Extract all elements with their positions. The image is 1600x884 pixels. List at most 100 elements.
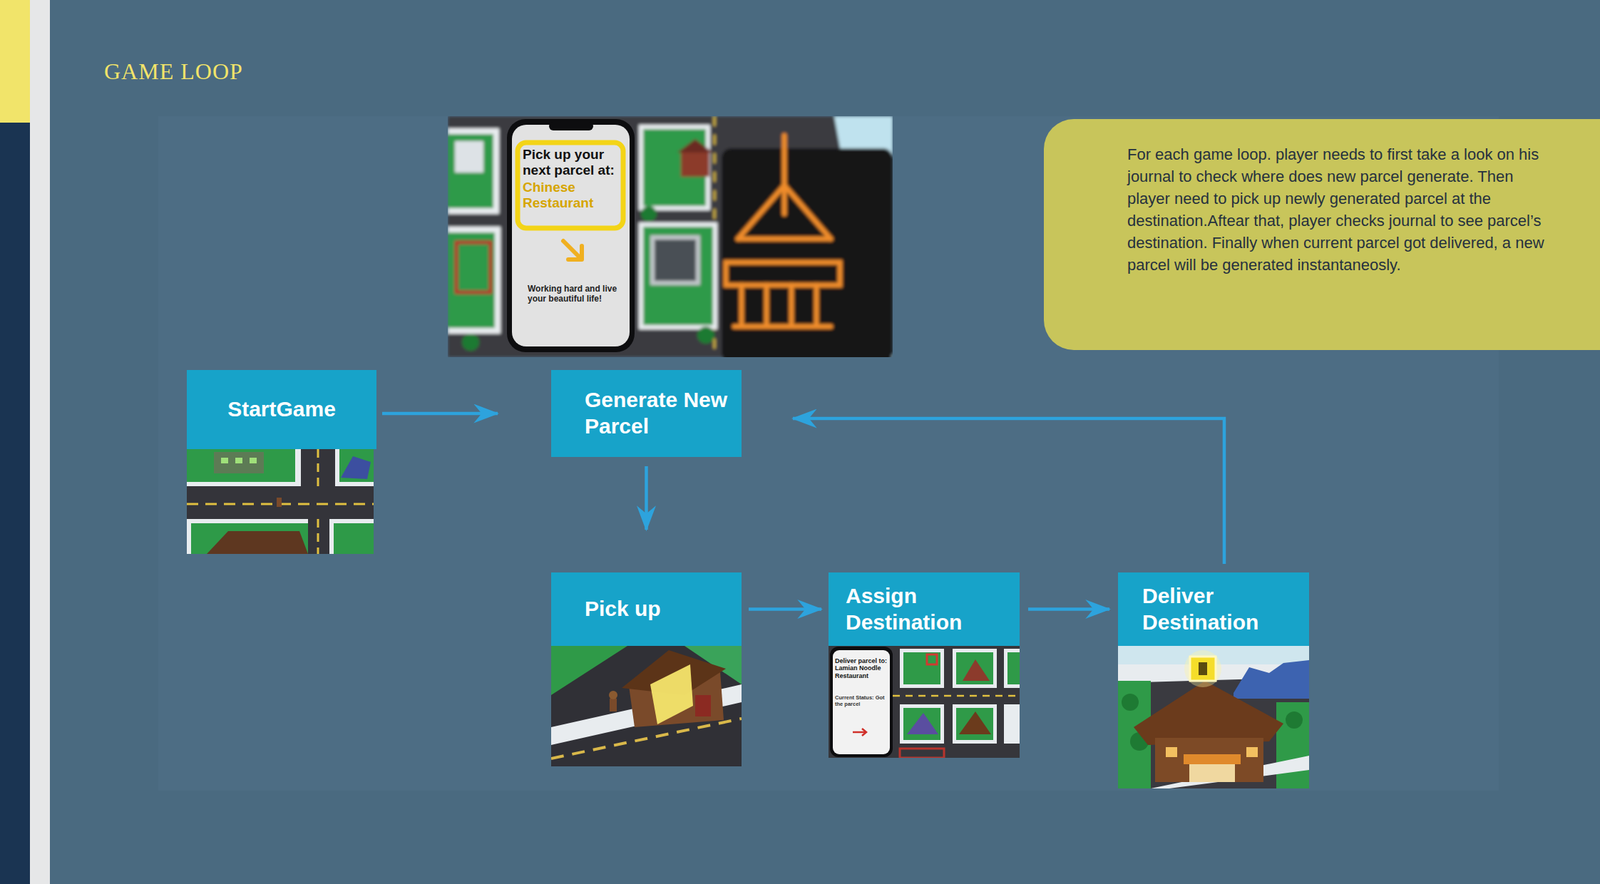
process-box: Generate New Parcel [551,370,742,458]
phone-illustration [506,119,635,353]
assign-screenshot-part [903,652,941,685]
start-screenshot-part [186,449,301,487]
deliver-screenshot-part [1190,656,1216,681]
start-screenshot-part [206,531,309,555]
game-screenshot-part-part-part [737,236,831,242]
assign-screenshot-part [899,704,945,744]
flow-arrow [644,466,649,530]
game-screenshot-part-part [447,134,494,209]
assign-screenshot-part [952,648,997,689]
game-screenshot-part-part [454,141,484,173]
start-screenshot-part [335,449,374,487]
start-screenshot-part [317,519,320,555]
phone-highlight: Chinese Restaurant [522,179,620,212]
start-screenshot-part [213,452,264,474]
page-title: GAME LOOP [104,58,244,85]
start-screenshot-part [186,519,309,555]
phone-illustration-part [563,240,579,257]
assign-screenshot-part [903,708,941,741]
pickup-screenshot-part [551,645,628,696]
deliver-screenshot-part [1121,693,1139,711]
process-box: StartGame [186,370,377,450]
game-screenshot-part-part [640,206,657,222]
process-box: Pick up [551,572,742,646]
start-screenshot-part [317,449,320,491]
assign-screenshot-part [962,659,990,681]
start-screenshot-part [340,456,371,480]
game-screenshot-part-part [721,148,893,358]
start-screenshot-part [333,523,374,555]
deliver-screenshot-part [1246,747,1258,758]
flow-arrow [1028,607,1110,612]
phone-illustration-part [549,121,594,131]
pickup-screenshot-part [551,645,742,767]
start-screenshot-part [191,523,309,555]
start-screenshot-part [329,519,374,555]
game-screenshot-part-part [643,226,714,326]
assign-screenshot-part [899,648,945,689]
phone-illustration-part [852,731,866,734]
pickup-screenshot-part [609,698,617,712]
phone-illustration-part [511,124,630,347]
game-screenshot-part-part [447,232,495,328]
phone-text: Working hard and live your beautiful lif… [527,283,624,305]
game-screenshot-part-part [697,326,715,344]
flow-arrow [748,607,822,612]
deliver-screenshot-part [1133,680,1284,746]
assign-screenshot-part [899,748,945,758]
note-text: For each game loop. player needs to firs… [1127,143,1558,276]
deliver-screenshot [1118,645,1310,789]
game-screenshot-part-part-part [782,135,788,214]
deliver-screenshot-part [1198,662,1208,676]
page-sidebar-part [0,0,30,884]
start-screenshot-part [339,449,374,482]
deliver-screenshot-part [1184,650,1222,688]
note-box: For each game loop. player needs to firs… [1043,119,1600,351]
assign-screenshot [828,645,1020,758]
flow-arrow [792,418,1225,564]
start-screenshot-part [235,457,243,464]
pickup-screenshot-part [608,690,618,700]
game-screenshot-part-part [725,135,840,327]
phone-text: Pick up your next parcel at: [522,146,620,179]
game-screenshot-part-part-part [737,185,831,239]
assign-screenshot-part [956,708,994,741]
process-label: Deliver Destination [1142,583,1302,636]
game-screenshot-part-part [462,333,480,351]
process-label: Assign Destination [845,583,1013,636]
game-screenshot-part-part [456,242,491,293]
start-screenshot-part [221,457,229,464]
game-screenshot-part-part-part [725,262,840,286]
pickup-screenshot [551,645,742,767]
deliver-screenshot-part [1285,711,1303,729]
game-screenshot-part-part [447,128,500,214]
phone-illustration-part [568,245,582,260]
deliver-screenshot-part [1189,764,1235,783]
start-screenshot-part [186,449,296,482]
process-label: StartGame [193,396,370,423]
pickup-screenshot-part [695,695,711,717]
process-box: Assign Destination [828,572,1020,646]
page-sidebar-part [29,0,50,884]
phone-illustration-part [506,119,635,353]
start-screenshot-part [276,497,282,507]
assign-screenshot-part [1003,704,1020,744]
phone-text: Deliver parcel to: Lamian Noodle Restaur… [834,657,889,680]
assign-screenshot-part [828,645,1020,758]
deliver-screenshot-part [1165,747,1178,758]
deliver-screenshot-part [1183,754,1241,765]
page-sidebar [0,0,50,884]
deliver-screenshot-part [1233,660,1310,699]
game-screenshot [447,116,893,358]
deliver-screenshot-part [1118,645,1310,789]
game-screenshot-part-part [680,151,710,177]
assign-screenshot-part [956,652,994,685]
pickup-screenshot-part [650,664,694,725]
assign-screenshot-part [906,713,939,735]
start-screenshot [186,449,374,555]
process-label: Pick up [584,596,735,623]
game-screenshot-part-part-part [734,285,831,327]
page-sidebar-part [0,0,30,123]
game-screenshot-part-part [654,239,696,281]
